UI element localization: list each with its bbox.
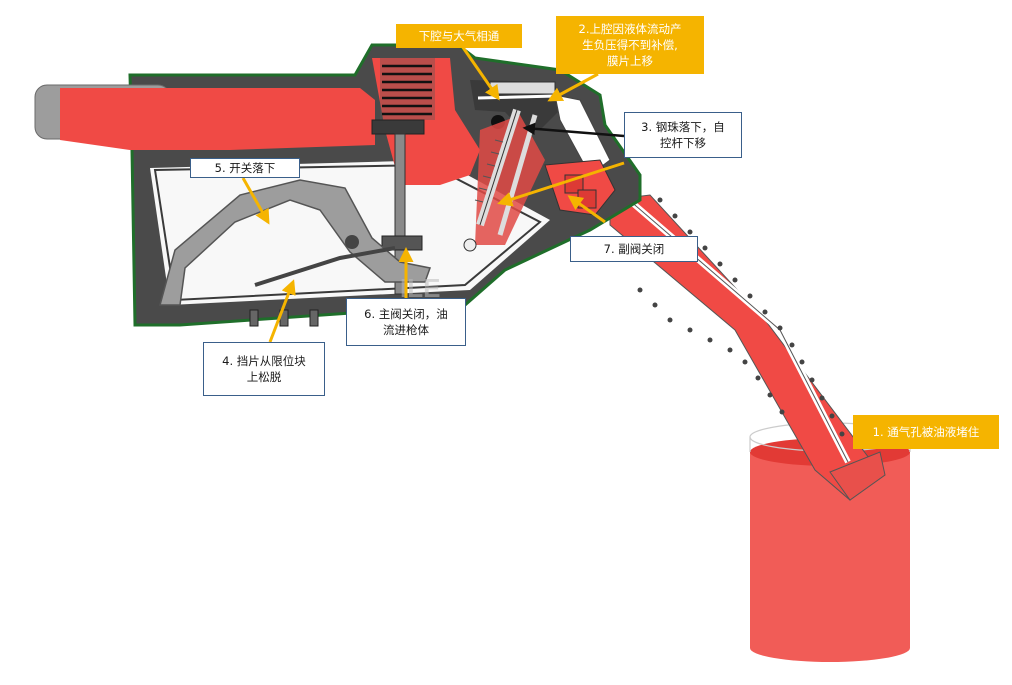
callout-step-2: 2.上腔因液体流动产 生负压得不到补偿, 膜片上移 — [556, 16, 704, 74]
callout-step-5: 5. 开关落下 — [190, 158, 300, 178]
trigger-lever — [159, 179, 477, 306]
callout-step-4: 4. 挡片从限位块 上松脱 — [203, 342, 325, 396]
callout-step-6: 6. 主阀关闭，油 流进枪体 — [346, 298, 466, 346]
secondary-valve — [544, 159, 616, 216]
main-valve-spring — [382, 64, 432, 116]
arrow-l4 — [268, 279, 296, 343]
spout-spring-coil — [637, 197, 845, 437]
arrow-l3a — [522, 122, 625, 138]
arrow-l7 — [567, 195, 606, 224]
callout-step-7: 7. 副阀关闭 — [570, 236, 698, 262]
nozzle-spout — [598, 172, 886, 501]
main-valve-chamber — [371, 58, 480, 295]
arrow-l5 — [241, 177, 270, 225]
arrow-l2 — [547, 72, 599, 102]
callout-step-1: 1. 通气孔被油液堵住 — [853, 415, 999, 449]
arrow-l0 — [460, 45, 500, 101]
guard-bolts — [249, 309, 319, 327]
callout-lower-chamber: 下腔与大气相通 — [396, 24, 522, 48]
callout-arrows — [241, 45, 625, 343]
arrow-l3b — [497, 161, 625, 207]
callout-step-3: 3. 钢珠落下，自 控杆下移 — [624, 112, 742, 158]
inlet-pipe — [34, 84, 375, 150]
